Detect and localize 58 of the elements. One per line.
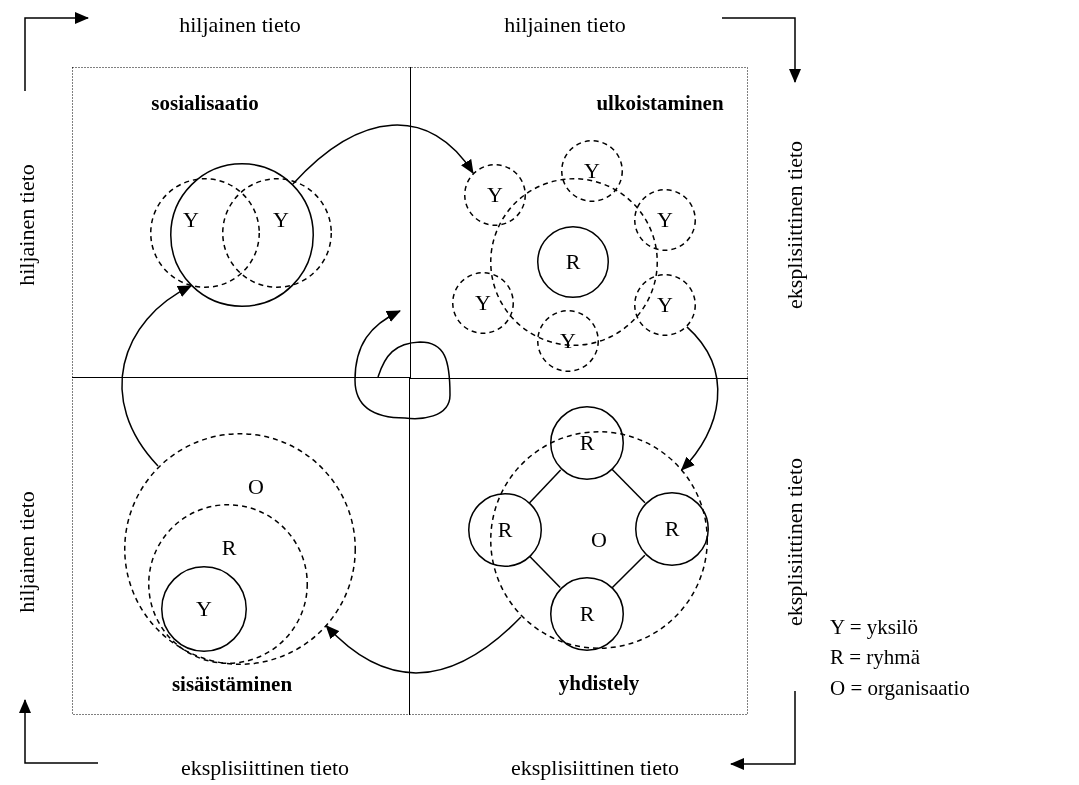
circle-letter: O bbox=[248, 476, 264, 498]
dashed-circle bbox=[634, 189, 696, 251]
circle-letter: R bbox=[579, 603, 595, 625]
quadrant-heading: sisäistäminen bbox=[171, 673, 293, 695]
circle-letter: Y bbox=[584, 160, 600, 182]
curved-arrow bbox=[680, 326, 719, 471]
quadrant-heading: ulkoistaminen bbox=[596, 92, 724, 114]
dashed-circle bbox=[490, 431, 708, 649]
circle-letter: R bbox=[579, 432, 595, 454]
circle-letter: R bbox=[497, 519, 513, 541]
circle-letter: Y bbox=[196, 598, 212, 620]
dashed-circle bbox=[464, 164, 526, 226]
circle-letter: R bbox=[221, 537, 237, 559]
solid-circle bbox=[550, 406, 624, 480]
axis-label: hiljainen tieto bbox=[504, 14, 626, 36]
connector-line bbox=[529, 555, 561, 589]
circle-letter: Y bbox=[487, 184, 503, 206]
quadrant-heading: yhdistely bbox=[558, 672, 640, 694]
dashed-circle bbox=[148, 504, 308, 664]
connector-line bbox=[611, 468, 646, 504]
connector-line bbox=[611, 554, 646, 589]
dashed-circle bbox=[452, 272, 514, 334]
solid-circle bbox=[635, 492, 709, 566]
solid-circle bbox=[161, 566, 247, 652]
solid-circle bbox=[537, 226, 609, 298]
circle-letter: Y bbox=[657, 209, 673, 231]
curved-arrow bbox=[292, 124, 474, 185]
circle-letter: Y bbox=[475, 292, 491, 314]
solid-circle bbox=[550, 577, 624, 651]
axis-label: hiljainen tieto bbox=[16, 491, 38, 613]
axis-label: eksplisiittinen tieto bbox=[784, 141, 806, 309]
axis-label: eksplisiittinen tieto bbox=[511, 757, 679, 779]
axis-label: hiljainen tieto bbox=[179, 14, 301, 36]
dashed-circle bbox=[634, 274, 696, 336]
circle-letter: Y bbox=[657, 294, 673, 316]
quadrant-heading: sosialisaatio bbox=[151, 92, 259, 114]
legend-text: Y = yksilö bbox=[830, 616, 919, 638]
solid-circle bbox=[170, 163, 314, 307]
circle-letter: Y bbox=[273, 209, 289, 231]
dashed-circle bbox=[150, 178, 260, 288]
circle-letter: Y bbox=[560, 330, 576, 352]
legend-text: O = organisaatio bbox=[830, 677, 970, 699]
circle-letter: O bbox=[591, 529, 607, 551]
dashed-circle bbox=[537, 310, 599, 372]
dashed-circle bbox=[124, 433, 356, 665]
curved-arrow bbox=[325, 616, 522, 674]
circle-letter: R bbox=[664, 518, 680, 540]
axis-label: eksplisiittinen tieto bbox=[181, 757, 349, 779]
circle-letter: Y bbox=[183, 209, 199, 231]
axis-label: hiljainen tieto bbox=[16, 164, 38, 286]
connector-line bbox=[528, 469, 562, 504]
legend-text: R = ryhmä bbox=[830, 646, 920, 668]
dashed-circle bbox=[222, 178, 332, 288]
circle-letter: R bbox=[565, 251, 581, 273]
curved-arrow bbox=[121, 285, 192, 467]
solid-circle bbox=[468, 493, 542, 567]
axis-label: eksplisiittinen tieto bbox=[784, 458, 806, 626]
dashed-circle bbox=[561, 140, 623, 202]
